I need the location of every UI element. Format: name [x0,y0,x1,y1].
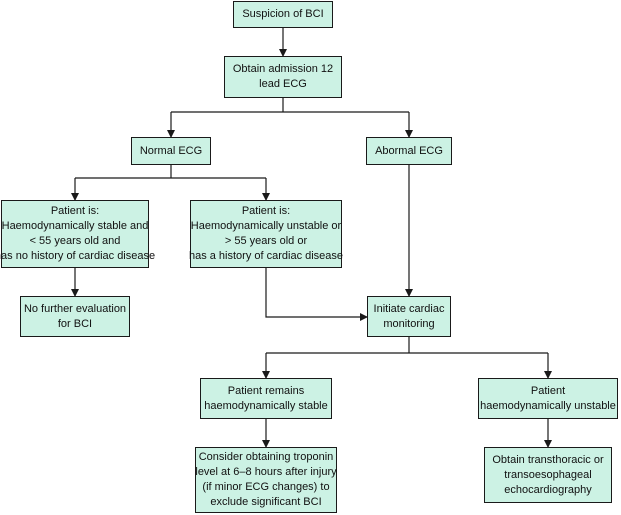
arrow-unstable-to-monitoring [265,268,368,321]
node-text-line: Patient is: [241,205,291,217]
node-text-line: < 55 years old and [29,235,121,247]
node-suspicion-of-bci: Suspicion of BCI [233,1,333,28]
node-abnormal-ecg: Abormal ECG [366,137,452,165]
node-text-line: for BCI [57,317,93,330]
node-text-line: haemodynamically stable [204,399,328,412]
node-text-line: Haemodynamically stable and [1,220,149,232]
node-text-line: has no history of cardiac disease [0,250,156,262]
node-patient-stable-young: Patient is: Haemodynamically stable and < … [0,200,155,268]
node-text-line: (if minor ECG changes) to [202,481,330,493]
node-text-line: level at 6–8 hours after injury [195,466,337,478]
node-text-line: exclude significant BCI [210,496,322,508]
node-text-line: Obtain admission 12 [232,63,334,75]
node-consider-troponin: Consider obtaining troponin level at 6–8 … [195,447,337,513]
node-no-further-evaluation: No further evaluation for BCI [20,296,130,337]
node-patient-unstable: Patient haemodynamically unstable [478,378,618,419]
node-text-line: transoesophageal [504,468,592,481]
node-text-line: Normal ECG [139,144,203,157]
node-text-line: haemodynamically unstable [480,399,616,412]
node-text-line: Abormal ECG [375,144,443,157]
node-text-line: Haemodynamically unstable or [190,220,342,232]
node-normal-ecg: Normal ECG [131,137,211,165]
node-patient-unstable-old: Patient is: Haemodynamically unstable or >… [188,200,344,268]
node-text-line: Patient remains [227,384,305,397]
node-text-line: echocardiography [504,483,592,496]
node-initiate-cardiac-monitoring: Initiate cardiac monitoring [367,296,451,337]
node-text-line: lead ECG [259,78,307,90]
node-obtain-echocardiography: Obtain transthoracic or transoesophageal e… [484,447,612,503]
node-text-line: Consider obtaining troponin [198,451,334,463]
node-text-line: monitoring [383,317,435,330]
node-text-line: No further evaluation [23,302,127,315]
node-text-line: Patient is: [50,205,100,217]
node-patient-remains-stable: Patient remains haemodynamically stable [200,378,332,419]
node-text-line: > 55 years old or [224,235,308,247]
node-text-line: Obtain transthoracic or [492,453,604,466]
node-text-line: Suspicion of BCI [242,8,324,20]
node-text-line: Initiate cardiac [373,302,445,315]
node-text-line: has a history of cardiac disease [188,250,344,262]
node-obtain-admission-ecg: Obtain admission 12 lead ECG [224,56,342,98]
node-text-line: Patient [530,384,566,397]
